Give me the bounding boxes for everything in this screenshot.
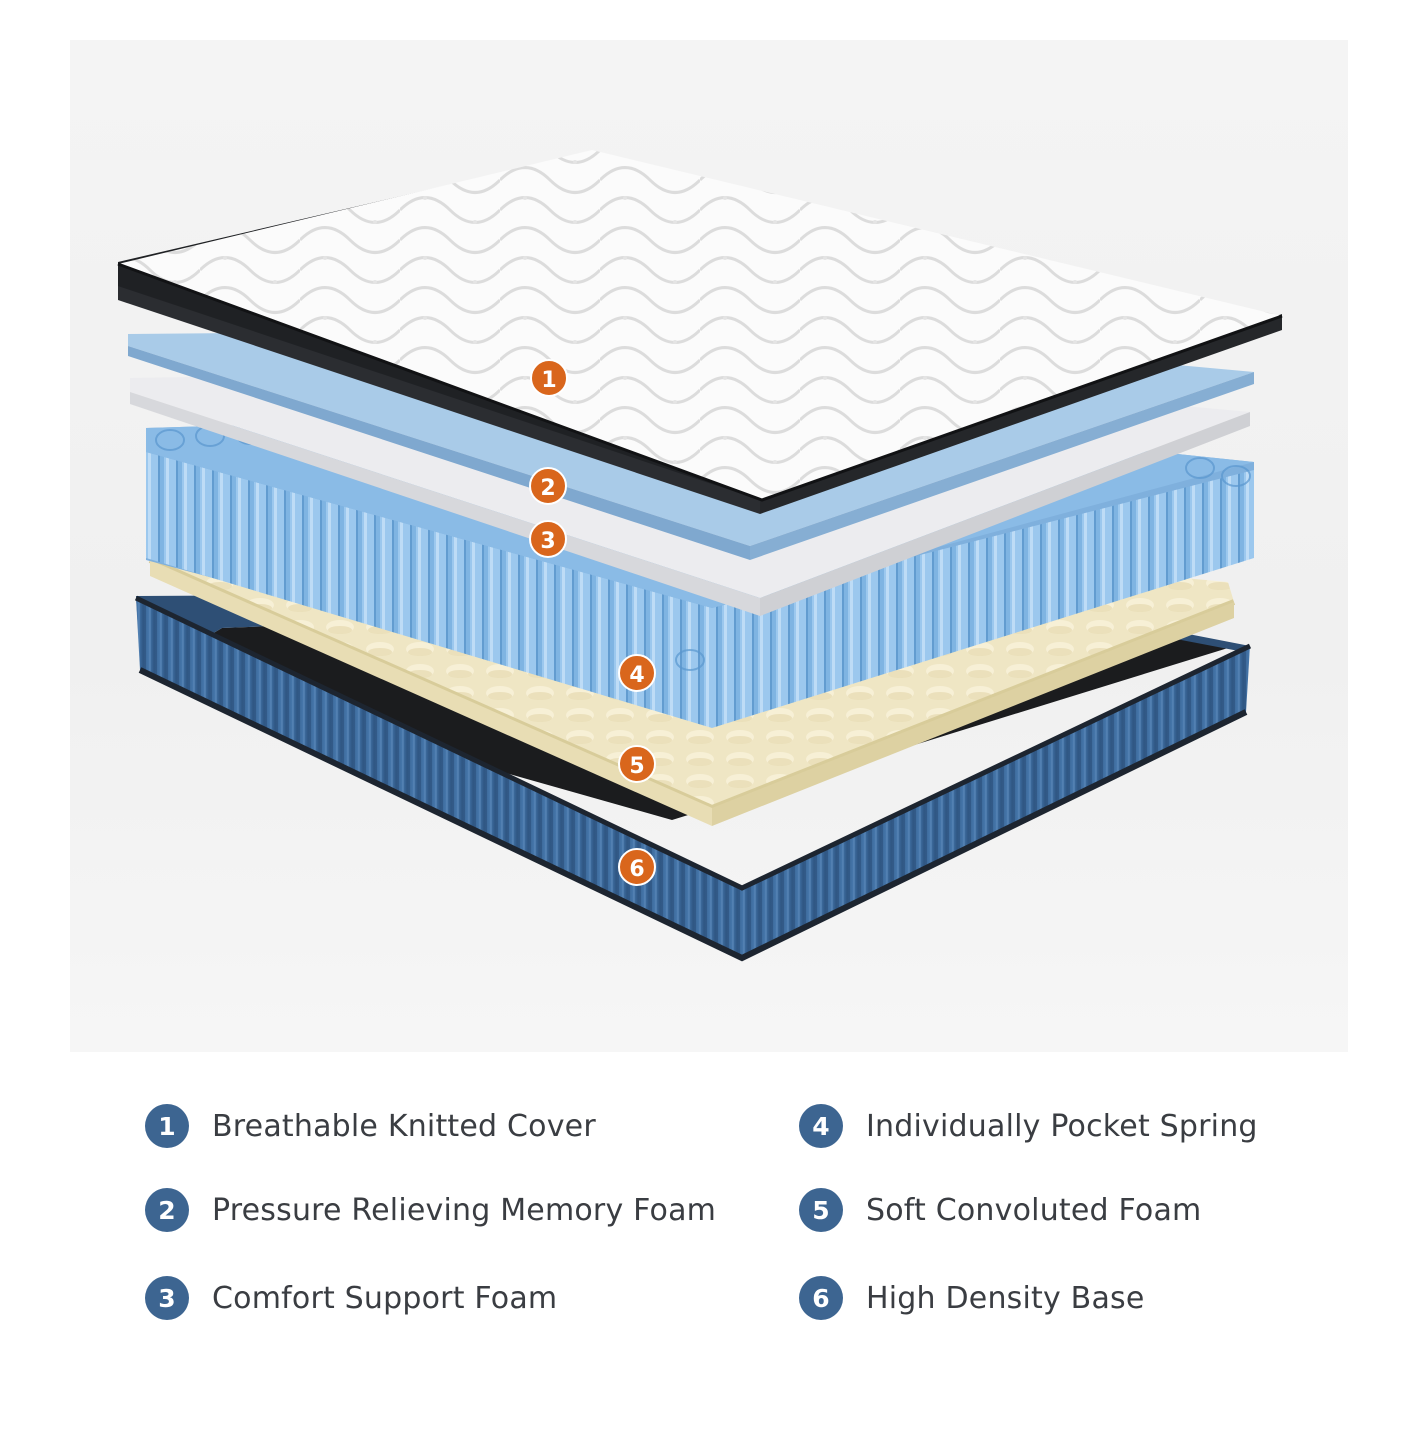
legend-item-pocket-spring: 4 Individually Pocket Spring: [799, 1098, 1258, 1154]
mattress-layers-illustration: 1 2 3 4 5 6: [117, 150, 1283, 962]
legend-number-badge: 3: [145, 1276, 189, 1320]
callout-badge-1: 1: [530, 359, 568, 397]
legend-number-badge: 2: [145, 1188, 189, 1232]
legend-label: Individually Pocket Spring: [866, 1108, 1258, 1144]
legend-label: Comfort Support Foam: [212, 1280, 558, 1316]
legend-item-base: 6 High Density Base: [799, 1270, 1145, 1326]
callout-badge-3: 3: [529, 520, 567, 558]
legend-item-comfort-foam: 3 Comfort Support Foam: [145, 1270, 557, 1326]
svg-text:5: 5: [629, 754, 644, 779]
callout-badge-5: 5: [618, 745, 656, 783]
svg-text:3: 3: [540, 529, 555, 554]
legend-number-badge: 6: [799, 1276, 843, 1320]
svg-text:4: 4: [629, 663, 644, 688]
svg-text:2: 2: [540, 476, 555, 501]
legend-label: High Density Base: [866, 1280, 1145, 1316]
svg-text:1: 1: [541, 368, 556, 393]
legend-item-convoluted-foam: 5 Soft Convoluted Foam: [799, 1182, 1201, 1238]
legend-item-cover: 1 Breathable Knitted Cover: [145, 1098, 596, 1154]
callout-badge-6: 6: [618, 848, 656, 886]
legend-number-badge: 4: [799, 1104, 843, 1148]
legend-label: Pressure Relieving Memory Foam: [212, 1192, 717, 1228]
legend-item-memory-foam: 2 Pressure Relieving Memory Foam: [145, 1182, 716, 1238]
callout-badge-4: 4: [618, 654, 656, 692]
legend-number-badge: 1: [145, 1104, 189, 1148]
legend-label: Soft Convoluted Foam: [866, 1192, 1202, 1228]
legend-number-badge: 5: [799, 1188, 843, 1232]
svg-text:6: 6: [629, 857, 644, 882]
callout-badge-2: 2: [529, 467, 567, 505]
legend-label: Breathable Knitted Cover: [212, 1108, 596, 1144]
layer-legend: 1 Breathable Knitted Cover 2 Pressure Re…: [0, 1090, 1419, 1350]
knitted-cover-layer: [117, 150, 1283, 514]
